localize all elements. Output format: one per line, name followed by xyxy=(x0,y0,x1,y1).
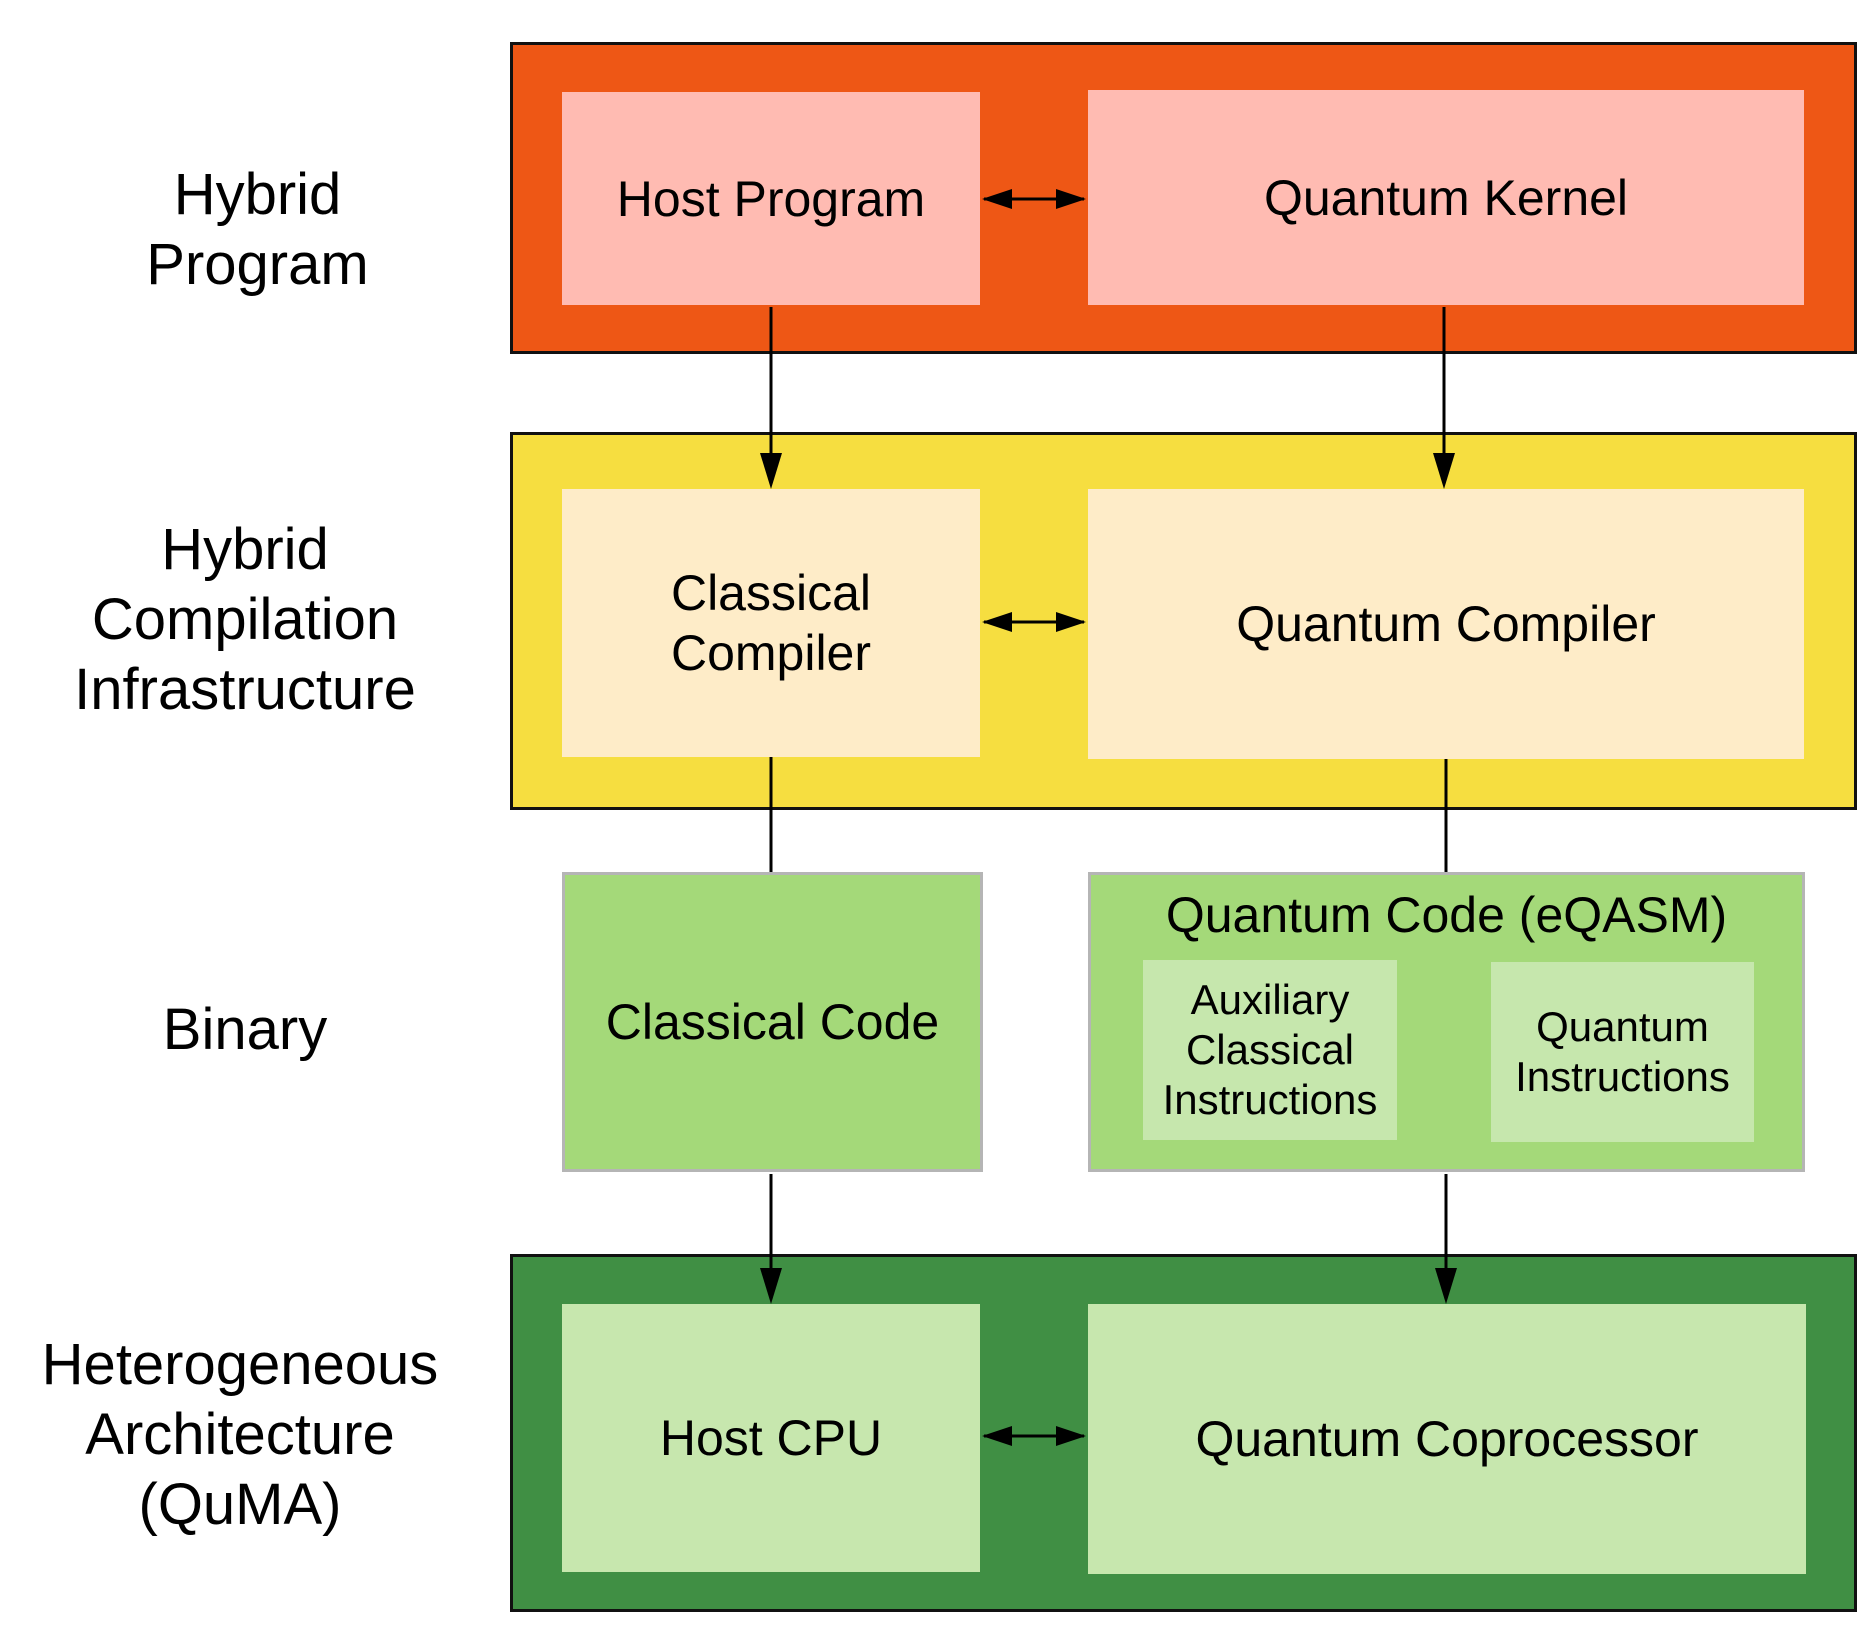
layer-label-line: Hybrid xyxy=(173,162,342,227)
layer-label-line: Binary xyxy=(162,997,328,1062)
classical-compiler-label-line: Classical xyxy=(670,565,872,621)
host-program-box: Host Program xyxy=(562,92,980,305)
auxiliary-label-line: Auxiliary xyxy=(1190,976,1350,1023)
host-program-label: Host Program xyxy=(616,170,926,227)
quantum-kernel-label: Quantum Kernel xyxy=(1263,169,1629,226)
layer-label-hybrid-program: Hybrid Program xyxy=(60,120,455,340)
layer-label-binary: Binary xyxy=(60,990,430,1070)
quantum-instructions-box: Quantum Instructions xyxy=(1491,962,1754,1142)
layer-label-architecture: Heterogeneous Architecture (QuMA) xyxy=(20,1320,460,1550)
quantum-compiler-box: Quantum Compiler xyxy=(1088,489,1804,759)
auxiliary-classical-instructions-box: Auxiliary Classical Instructions xyxy=(1143,960,1397,1140)
layer-label-line: Infrastructure xyxy=(74,657,416,722)
layer-label-compilation: Hybrid Compilation Infrastructure xyxy=(40,510,450,730)
classical-compiler-label-line: Compiler xyxy=(670,625,872,681)
auxiliary-label-line: Classical xyxy=(1185,1026,1355,1073)
auxiliary-label-line: Instructions xyxy=(1162,1076,1378,1123)
host-cpu-box: Host CPU xyxy=(562,1304,980,1572)
layer-label-line: Heterogeneous xyxy=(41,1332,439,1397)
host-cpu-label: Host CPU xyxy=(659,1410,883,1466)
quantum-compiler-label: Quantum Compiler xyxy=(1236,596,1656,652)
layer-label-line: (QuMA) xyxy=(138,1472,342,1537)
layer-label-line: Hybrid xyxy=(161,517,329,582)
quantum-coprocessor-box: Quantum Coprocessor xyxy=(1088,1304,1806,1574)
quantum-code-title-label: Quantum Code (eQASM) xyxy=(1165,887,1728,943)
quantum-instructions-label-line: Quantum xyxy=(1536,1003,1709,1050)
classical-code-label: Classical Code xyxy=(605,994,940,1050)
quantum-kernel-box: Quantum Kernel xyxy=(1088,90,1804,305)
layer-label-line: Architecture xyxy=(85,1402,395,1467)
classical-code-box: Classical Code xyxy=(562,872,983,1172)
layer-label-line: Program xyxy=(146,232,369,297)
quantum-coprocessor-label: Quantum Coprocessor xyxy=(1195,1411,1699,1467)
classical-compiler-box: Classical Compiler xyxy=(562,489,980,757)
quantum-instructions-label-line: Instructions xyxy=(1515,1053,1730,1100)
layer-label-line: Compilation xyxy=(91,587,399,652)
quantum-code-title: Quantum Code (eQASM) xyxy=(1088,882,1805,948)
